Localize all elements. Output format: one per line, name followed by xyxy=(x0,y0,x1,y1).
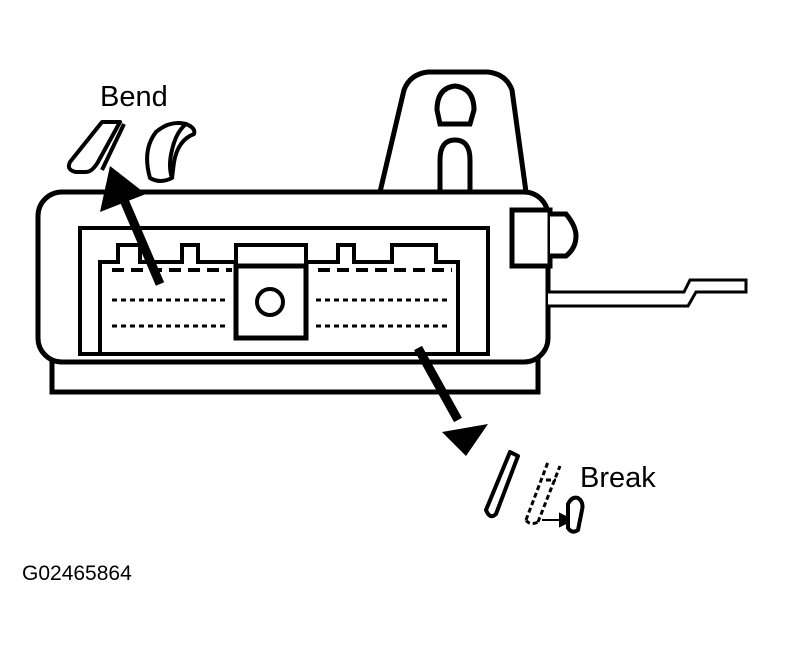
figure-id-label: G02465864 xyxy=(22,562,132,585)
broken-tip-piece xyxy=(566,495,585,534)
mounting-bracket xyxy=(377,69,529,193)
break-pin-intact xyxy=(484,450,520,519)
bend-tab-straight xyxy=(66,120,126,174)
break-label: Break xyxy=(580,462,656,494)
bracket-slot xyxy=(437,137,473,192)
bend-arrow xyxy=(100,166,165,286)
break-pin-broken xyxy=(524,461,562,526)
bracket-hole xyxy=(434,83,477,127)
side-latch-button xyxy=(550,211,579,259)
bend-tab-bent xyxy=(145,121,197,183)
side-latch xyxy=(509,207,553,269)
lead-wire-fill xyxy=(550,294,686,304)
break-arrow xyxy=(414,345,488,456)
center-lock-hole xyxy=(255,287,285,317)
terminal-cavity-area xyxy=(98,243,460,354)
connector-inner-frame xyxy=(78,226,490,356)
bend-label: Bend xyxy=(100,81,168,113)
